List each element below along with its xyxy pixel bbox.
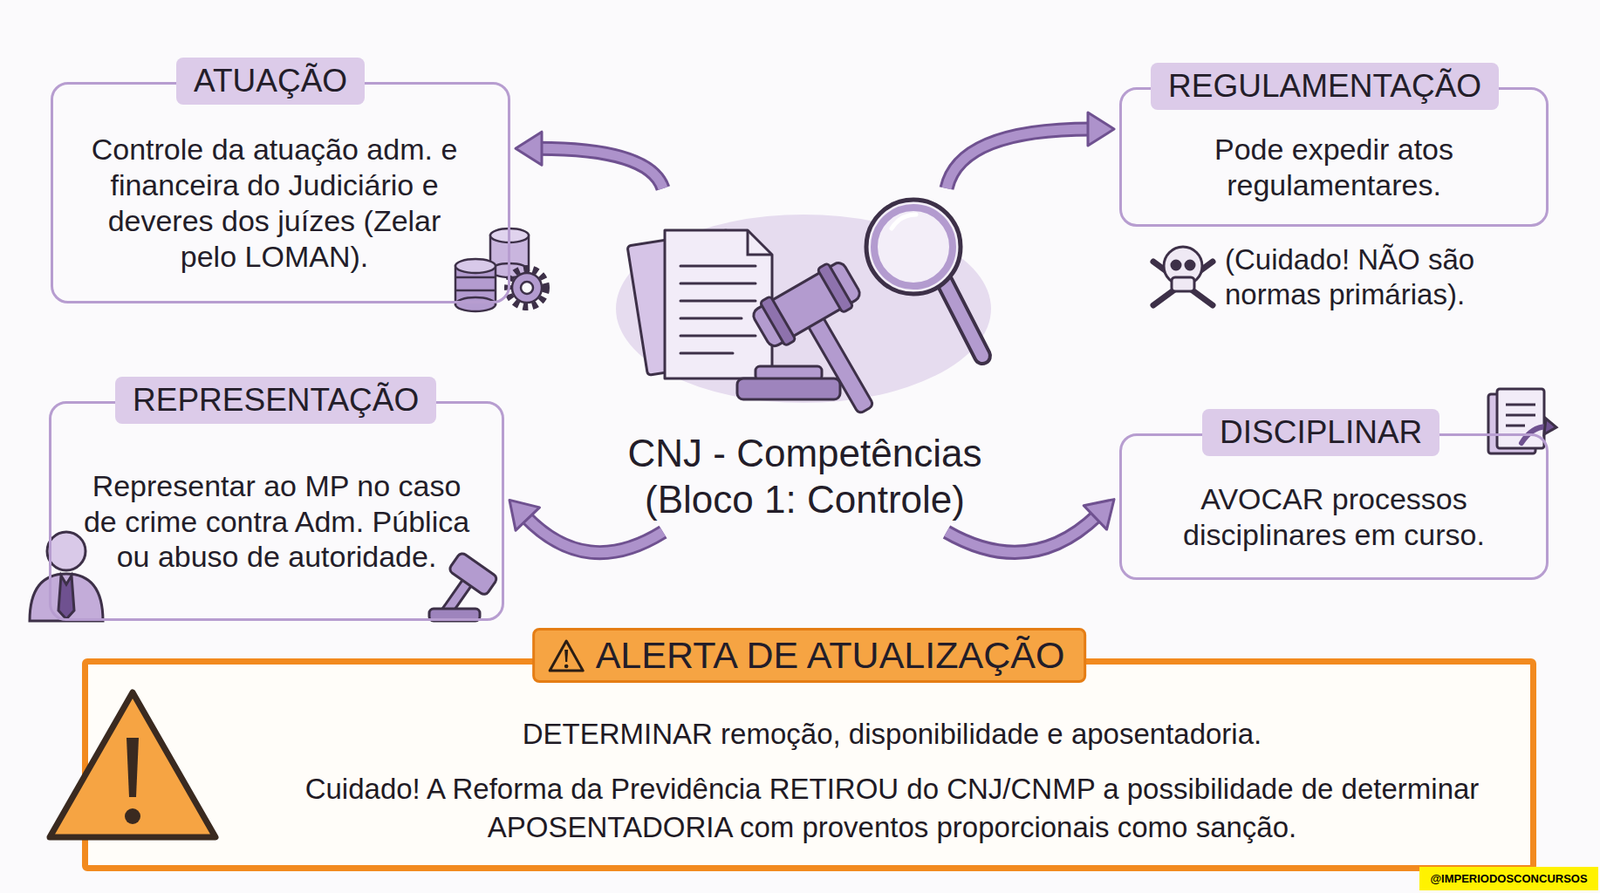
finance-icon-part: [455, 276, 496, 280]
skull-icon: [1153, 246, 1213, 306]
alert-heading: ALERTA DE ATUALIZAÇÃO: [595, 634, 1066, 677]
hub-illustration-part: [737, 378, 841, 400]
hub-illustration-part-part: [680, 352, 733, 356]
heading-tab: REPRESENTAÇÃO: [115, 376, 437, 424]
hub-illustration-part: [943, 280, 983, 356]
small-gavel-icon-part-part: [448, 552, 500, 597]
skull-icon-part: [1171, 277, 1195, 292]
document-icon-part: [1505, 414, 1536, 418]
watermark: @IMPERIODOSCONCURSOS: [1419, 867, 1599, 891]
arrow-outline: [525, 516, 664, 554]
alert-icon: [547, 638, 586, 674]
hub-illustration-part-part: [680, 317, 742, 321]
alert-tab: ALERTA DE ATUALIZAÇÃO: [532, 628, 1088, 684]
box-body-text: Controle da atuação adm. e financeira do…: [79, 131, 470, 274]
arrow-head: [1083, 499, 1115, 530]
alert-icon-dot: [563, 663, 568, 669]
hub-illustration-part: [943, 280, 983, 356]
box-body-text: Representar ao MP no caso de crime contr…: [77, 468, 476, 575]
alert-band: ALERTA DE ATUALIZAÇÃODETERMINAR remoção,…: [82, 658, 1537, 872]
hub-illustration-part: [680, 266, 756, 354]
hub-illustration-part-part: [680, 335, 756, 338]
competence-box: ATUAÇÃOControle da atuação adm. e financ…: [50, 82, 511, 304]
hub-node: CNJ - Competências (Bloco 1: Controle): [584, 191, 1026, 529]
curved-arrow: [946, 499, 1115, 554]
finance-icon-part: [455, 297, 496, 312]
hub-illustration-part-part: [751, 259, 863, 349]
warning-note: (Cuidado! NÃO são normas primárias).: [1224, 242, 1548, 312]
arrow-head: [515, 131, 542, 165]
finance-icon-part: [512, 273, 542, 303]
finance-icon-part: [455, 289, 496, 293]
arrow-shaft: [946, 515, 1098, 554]
person-icon: [29, 532, 103, 622]
alert-text: DETERMINAR remoção, disponibilidade e ap…: [288, 715, 1496, 755]
competence-box: REGULAMENTAÇÃOPode expedir atos regulame…: [1119, 87, 1549, 227]
competence-box: DISCIPLINARAVOCAR processos disciplinare…: [1119, 433, 1549, 581]
arrow-outline: [538, 148, 664, 189]
skull-icon-part: [1171, 260, 1181, 270]
hub-illustration-part: [891, 214, 917, 229]
arrow-shaft: [525, 516, 664, 554]
arrow-head: [1087, 112, 1115, 146]
hub-title: CNJ - Competências (Bloco 1: Controle): [600, 430, 1011, 524]
hub-illustration-part: [664, 230, 773, 379]
warning-triangle: [41, 683, 225, 848]
document-icon-part: [1505, 403, 1536, 407]
finance-icon-part: [455, 259, 496, 274]
finance-icon-part: [507, 268, 547, 308]
box-body-text: Pode expedir atos regulamentares.: [1148, 131, 1520, 204]
heading-tab: DISCIPLINAR: [1202, 409, 1440, 457]
alert-icon-shape: [549, 641, 583, 671]
person-icon-part: [29, 574, 103, 622]
warning-dot: [124, 808, 141, 825]
skull-icon-part: [1185, 260, 1195, 270]
warning-triangle-shape: [49, 692, 216, 838]
finance-icon: [455, 228, 547, 312]
arrow-shaft: [538, 148, 664, 189]
finance-icon-part: [520, 281, 534, 295]
alert-icon-mark: [564, 649, 568, 663]
curved-arrow: [946, 112, 1115, 189]
hub-illustration-part-part: [680, 282, 756, 286]
arrow-head: [509, 499, 540, 531]
arrow-outline: [946, 129, 1092, 189]
warning-mark: [126, 738, 139, 798]
hub-illustration-part-part: [680, 300, 756, 303]
document-icon-part: [1505, 424, 1525, 428]
document-icon-part: [1544, 418, 1557, 435]
hub-illustration-part: [747, 230, 773, 255]
hub-illustration: [615, 199, 992, 437]
person-icon-part: [47, 532, 86, 571]
curved-arrow: [509, 499, 664, 553]
heading-tab: REGULAMENTAÇÃO: [1150, 62, 1499, 110]
hub-illustration-part: [866, 199, 961, 295]
arrow-shaft: [946, 129, 1092, 189]
hub-illustration-part-part: [680, 265, 756, 268]
box-body-text: AVOCAR processos disciplinares em curso.: [1148, 481, 1520, 554]
hub-illustration-part-part: [817, 263, 854, 314]
document-icon-part: [1497, 389, 1545, 449]
hub-illustration-part-part: [759, 296, 796, 347]
arrow-outline: [946, 515, 1098, 554]
curved-arrow: [515, 131, 664, 189]
alert-text: Cuidado! A Reforma da Previdência RETIRO…: [288, 770, 1496, 848]
competence-box: REPRESENTAÇÃORepresentar ao MP no caso d…: [48, 401, 505, 622]
hub-illustration-part: [874, 207, 953, 287]
heading-tab: ATUAÇÃO: [176, 57, 365, 105]
person-icon-part: [58, 575, 75, 620]
